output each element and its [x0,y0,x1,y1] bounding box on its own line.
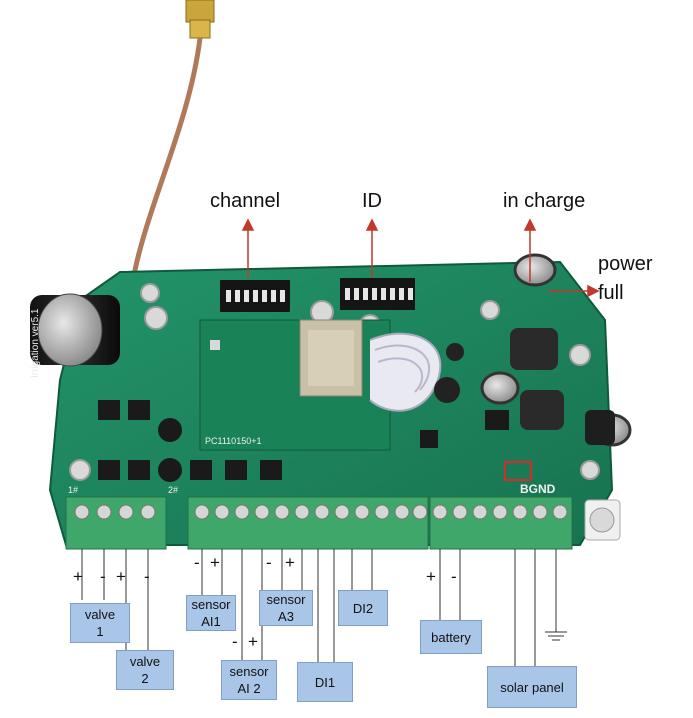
valve1-line1: valve [84,607,116,622]
sign-valve1-plus: + [73,567,83,586]
valve1-box: valve 1 [70,603,130,643]
solar-panel-text: solar panel [500,679,564,695]
dip-switch-channel [220,280,290,312]
sensor-a3-line1: sensor [266,592,306,607]
sensor-ai2-line1: sensor [229,664,269,679]
battery-box: battery [420,620,482,654]
sensor-ai1-line2: AI1 [201,614,221,629]
leader-lines [81,549,567,666]
sensor-a3-line2: A3 [278,609,294,624]
channel-label: channel [210,190,281,212]
sign-ai2-minus: - [232,632,238,651]
sensor-ai1-box: sensor AI1 [186,595,236,631]
sign-a3-minus: - [266,553,272,572]
sign-ai1-minus: - [194,553,200,572]
ground-connector [584,499,621,541]
terminal-blocks [65,496,573,550]
in-charge-label: in charge [503,190,586,212]
power-label: power [598,253,653,275]
di2-text: DI2 [352,600,374,616]
valve2-line1: valve [129,654,161,669]
solar-panel-box: solar panel [487,666,577,708]
sign-valve2-plus: + [116,567,126,586]
sign-battery-plus: + [426,567,436,586]
full-label: full [598,282,624,304]
sensor-ai2-box: sensor AI 2 [221,660,277,700]
battery-text: battery [431,629,471,645]
module-label: PC1110150+1 [205,436,262,446]
red-arrows [241,218,600,298]
valve1-line2: 1 [96,624,104,639]
ics [98,400,509,482]
valve2-line2: 2 [141,671,149,686]
sign-valve1-minus: - [100,567,106,586]
sensor-a3-box: sensor A3 [259,590,313,626]
sign-ai1-plus: + [210,553,220,572]
sign-valve2-minus: - [144,567,150,586]
terminal-label: BGND [520,482,556,496]
rf-module [199,319,391,451]
board-label-1: 1# [68,485,79,495]
valve2-box: valve 2 [116,650,174,690]
id-label: ID [362,190,382,212]
capacitor-left [30,293,120,367]
di1-text: DI1 [314,674,336,690]
sensor-ai2-line2: AI 2 [237,681,261,696]
charge-led [504,461,532,481]
sign-battery-minus: - [451,567,457,586]
di2-box: DI2 [338,590,388,626]
di1-box: DI1 [297,662,353,702]
silkscreen-version: Irrigation ver5.1 [30,308,41,378]
board-label-2: 2# [168,485,179,495]
sign-ai2-plus: + [248,632,258,651]
sensor-ai1-line1: sensor [191,597,231,612]
mounting-holes [69,283,600,481]
dip-switch-id [340,278,415,310]
power-components [434,253,632,447]
sign-a3-plus: + [285,553,295,572]
